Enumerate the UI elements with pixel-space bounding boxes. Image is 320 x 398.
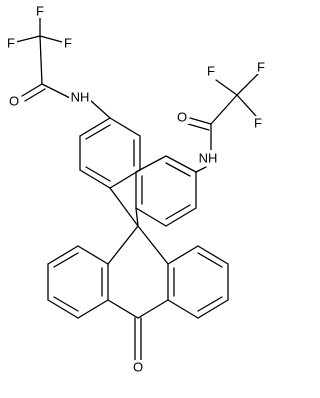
central-ring-bond [137,299,169,319]
atom-o1: O [7,94,21,109]
atom-f6-label: F [254,116,262,131]
ring2-bond [135,207,167,227]
bond-cf3-f3 [39,35,63,43]
left-benzo-bond [77,245,109,265]
ring1-bond-inner [85,124,111,140]
atom-f2-label: F [36,4,44,19]
atom-labels: F F F O NH F F F [5,4,267,375]
atom-f1: F [5,36,17,51]
bond-cf3-carbonyl [39,35,43,85]
bond-ring1-quaternary [109,187,139,227]
atom-o1-label: O [9,94,19,109]
left-benzo-bond-inner [53,296,79,312]
bond-quaternary-right-ring [137,225,169,265]
ring2-bond-inner [165,162,191,177]
right-benzo-bond [197,245,229,265]
left-benzo-bond-inner [53,252,79,268]
bond-cf3b-f5 [236,73,259,96]
ring2-bond [135,155,167,173]
atom-nh1-label: NH [71,90,90,105]
bond-carbonyl-nh1 [41,83,71,99]
left-benzo-bond [77,299,109,319]
bond-cf3-f1 [15,35,41,43]
atom-f3: F [62,36,74,51]
bond-carbonyl-o2-double [187,123,210,131]
atom-f5-label: F [257,60,265,75]
ring1-bond [79,117,111,137]
bonds [15,13,259,361]
atom-f4-label: F [207,64,215,79]
bond-quaternary-left-ring [107,225,139,265]
ring1-bond [79,169,111,189]
atom-nh1: NH [69,89,91,105]
bond-carbonyl-o2 [189,117,212,125]
atom-o3-label: O [133,360,143,375]
bond-cf3b-f6 [236,94,257,117]
atom-o3: O [131,360,145,375]
atom-f1-label: F [7,36,15,51]
ring2-bond [165,155,197,173]
atom-f3-label: F [64,36,72,51]
bond-carbonyl-o1 [21,83,43,97]
atom-o2-label: O [177,110,187,125]
right-benzo-bond [167,245,199,265]
left-benzo-bond [47,299,79,319]
atom-f2: F [34,4,46,19]
ring1-bond [109,169,141,189]
atom-f4: F [205,64,217,79]
left-benzo-bond [47,245,79,265]
ring1-bond-inner [85,166,111,182]
atom-nh2-label: NH [199,151,218,166]
bond-carbonyl-o1-double [24,88,46,102]
atom-f5: F [255,60,267,75]
bond-cf3b-f4 [215,79,238,96]
bond-nh2-ring2 [195,166,207,173]
bond-cf3b-carbonyl [210,94,238,125]
bond-ring2-quaternary [135,207,139,227]
ring1-bond [109,117,141,137]
ring2-bond [165,207,197,227]
right-benzo-bond-inner [197,252,223,268]
right-benzo-bond [197,299,229,319]
right-benzo-bond-inner [197,296,223,312]
molecule-structure-diagram: F F F O NH F F F [5,3,267,375]
bond-nh1-ring1 [89,99,111,119]
atom-f6: F [252,116,264,131]
atom-nh2: NH [197,150,219,166]
atom-o2: O [175,110,189,125]
central-ring-bond [107,299,139,319]
ring2-bond-inner [165,204,191,220]
right-benzo-bond [167,299,199,319]
